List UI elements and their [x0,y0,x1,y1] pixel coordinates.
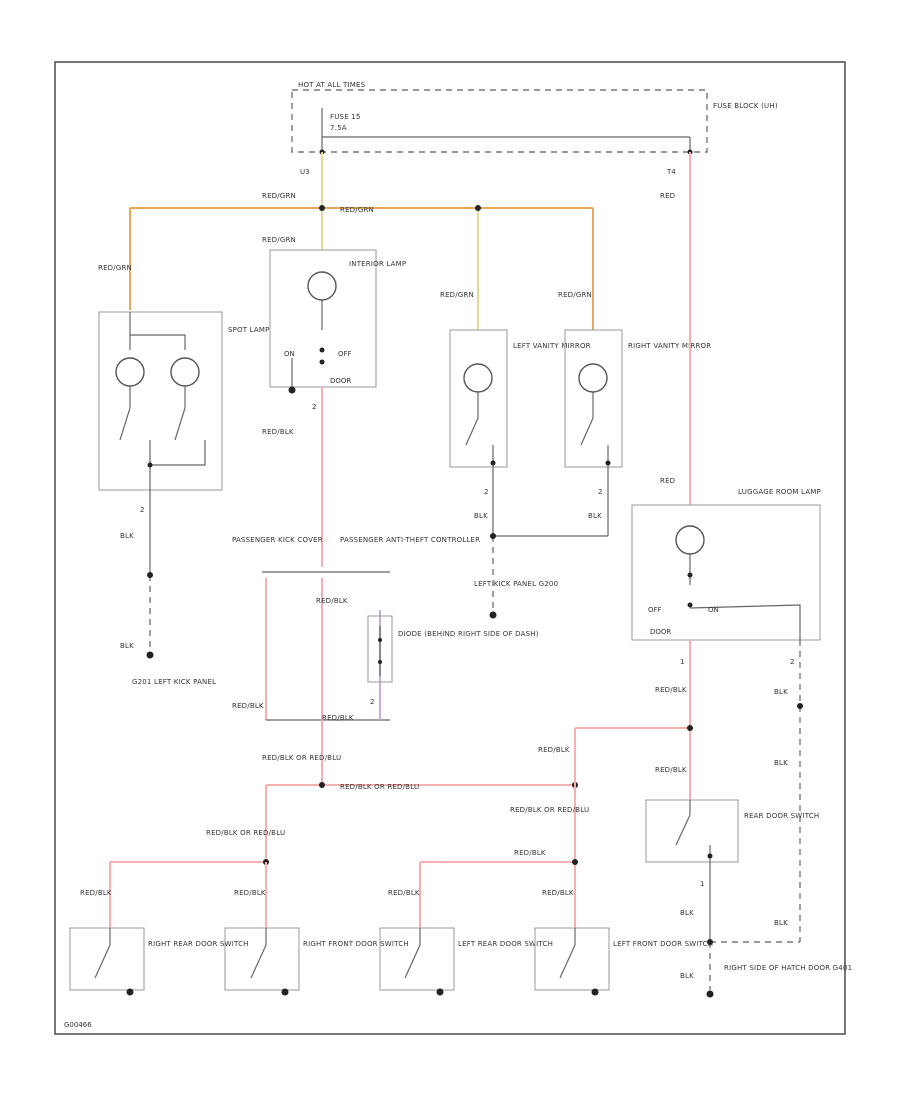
rear-blk-2: BLK [774,759,788,767]
red-grn-feed: RED/GRN RED/GRN RED/GRN RED/GRN RED/GRN … [98,152,594,330]
luggage-red-1: RED [660,192,675,200]
ground-g201: G201 LEFT KICK PANEL [132,678,216,686]
vanity-blk-1: BLK [474,512,488,520]
rear-blk-1: BLK [774,688,788,696]
luggage-pin-2: 2 [790,658,794,666]
diode: DIODE (BEHIND RIGHT SIDE OF DASH) 2 [367,615,539,706]
left-vanity-label: LEFT VANITY MIRROR [513,342,591,350]
rear-blk-3: BLK [774,919,788,927]
fuse-block-label: FUSE BLOCK (UH) [713,102,778,110]
fuse-name: FUSE 15 [330,113,361,121]
wire-label-red-grn-6: RED/GRN [558,291,592,299]
luggage-pin-1: 1 [680,658,684,666]
left-rear-label: LEFT REAR DOOR SWITCH [458,940,553,948]
fuse-rating: 7.5A [330,124,347,132]
left-vanity-mirror: LEFT VANITY MIRROR 2 [449,329,591,496]
rear-door-switch: REAR DOOR SWITCH 1 BLK BLK RIGHT SIDE OF… [645,799,852,998]
rear-door-pin: 1 [700,880,704,888]
ground-hatch: RIGHT SIDE OF HATCH DOOR G401 [724,964,852,972]
luggage-label: LUGGAGE ROOM LAMP [738,488,821,496]
diode-pin: 2 [370,698,374,706]
interior-door: DOOR [330,377,351,385]
right-front-label: RIGHT FRONT DOOR SWITCH [303,940,409,948]
sw3-wire: RED/BLK [388,889,420,897]
wire-label-red-grn-5: RED/GRN [440,291,474,299]
luggage-on: ON [708,606,719,614]
right-vanity-pin: 2 [598,488,602,496]
rear-door-circuit: RED/BLK RED/BLK BLK BLK BLK [655,640,803,942]
spot-lamp-blk-1: BLK [120,532,134,540]
rear-red-blk-2: RED/BLK [655,766,687,774]
sw4-wire: RED/BLK [542,889,574,897]
luggage-off: OFF [648,606,662,614]
wire-label-red-grn-2: RED/GRN [340,206,374,214]
fuse-pin-left: U3 [300,168,310,176]
right-front-door-switch: RIGHT FRONT DOOR SWITCH [224,927,409,996]
interior-wire-label: RED/BLK [262,428,294,436]
diagram-code: G00466 [64,1021,92,1029]
luggage-feed: RED RED [660,152,691,505]
interior-lamp: INTERIOR LAMP ON OFF DOOR 2 RED/BLK [262,249,406,567]
left-front-door-switch: LEFT FRONT DOOR SWITCH [534,927,713,996]
bus-label-5: RED/BLK OR RED/BLU [510,806,589,814]
fuse-pin-right: T4 [666,168,676,176]
rear-door-blk-1: BLK [680,909,694,917]
bus-label-6: RED/BLK [514,849,546,857]
bus-label-3: RED/BLK OR RED/BLU [206,829,285,837]
pass-redblk-2: RED/BLK [232,702,264,710]
bus-label-2: RED/BLK OR RED/BLU [340,783,419,791]
right-rear-label: RIGHT REAR DOOR SWITCH [148,940,249,948]
diagram-frame [54,61,846,1035]
pass-kick-label: PASSENGER KICK COVER [232,536,323,544]
vanity-blk-2: BLK [588,512,602,520]
luggage-door: DOOR [650,628,671,636]
luggage-room-lamp: LUGGAGE ROOM LAMP OFF ON DOOR 1 2 [631,488,821,666]
bus-label-1: RED/BLK OR RED/BLU [262,754,341,762]
sw2-wire: RED/BLK [234,889,266,897]
door-switch-bus: RED/BLK OR RED/BLU RED/BLK OR RED/BLU RE… [80,720,690,928]
pass-redblk-3: RED/BLK [322,714,354,722]
wire-label-red-grn-1: RED/GRN [262,192,296,200]
rear-door-blk-2: BLK [680,972,694,980]
left-vanity-pin: 2 [484,488,488,496]
interior-pin: 2 [312,403,316,411]
spot-lamp-blk-2: BLK [120,642,134,650]
right-vanity-mirror: RIGHT VANITY MIRROR 2 [564,329,711,496]
rear-door-switch-label: REAR DOOR SWITCH [744,812,819,820]
wire-label-red-grn-4: RED/GRN [98,264,132,272]
bus-label-4: RED/BLK [538,746,570,754]
spot-lamp-label: SPOT LAMP [228,326,270,334]
sw1-wire: RED/BLK [80,889,112,897]
fuse-block: HOT AT ALL TIMES FUSE 15 7.5A FUSE BLOCK… [291,81,778,176]
spot-lamp-pin: 2 [140,506,144,514]
interior-lamp-label: INTERIOR LAMP [349,260,406,268]
diode-label: DIODE (BEHIND RIGHT SIDE OF DASH) [398,630,539,638]
interior-on: ON [284,350,295,358]
interior-off: OFF [338,350,352,358]
rear-red-blk-1: RED/BLK [655,686,687,694]
pass-antitheft-label: PASSENGER ANTI-THEFT CONTROLLER [340,536,480,544]
wire-label-red-grn-3: RED/GRN [262,236,296,244]
ground-g200: LEFT KICK PANEL G200 [474,580,558,588]
left-rear-door-switch: LEFT REAR DOOR SWITCH [379,927,553,996]
pass-redblk-1: RED/BLK [316,597,348,605]
fuse-hot-label: HOT AT ALL TIMES [298,81,366,89]
spot-lamp: SPOT LAMP 2 BLK BLK G201 LEFT KICK PANEL [98,311,270,686]
left-front-label: LEFT FRONT DOOR SWITCH [613,940,713,948]
passenger-connectors: PASSENGER KICK COVER PASSENGER ANTI-THEF… [232,536,480,722]
vanity-ground: BLK BLK LEFT KICK PANEL G200 [474,467,609,619]
right-rear-door-switch: RIGHT REAR DOOR SWITCH [69,927,249,996]
luggage-red-2: RED [660,477,675,485]
right-vanity-label: RIGHT VANITY MIRROR [628,342,711,350]
